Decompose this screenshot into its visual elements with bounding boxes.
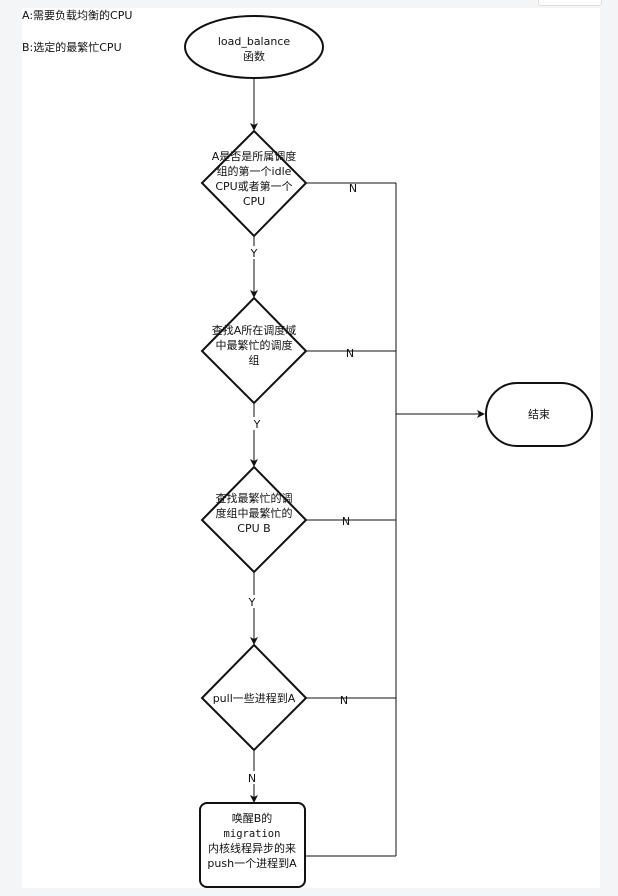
start-node xyxy=(184,15,324,79)
process-label: migration xyxy=(224,828,281,840)
diagram-canvas xyxy=(22,8,600,888)
process-label: push一个进程到A xyxy=(207,857,297,870)
end-node xyxy=(485,382,593,447)
edge-label-yes: Y xyxy=(250,247,258,260)
decision-4-label: pull一些进程到A xyxy=(213,691,296,705)
decision-2-label: 查找A所在调度域 xyxy=(212,323,297,337)
decision-1-label: 组的第一个idle xyxy=(217,164,292,178)
start-label: 函数 xyxy=(243,50,265,63)
edge-label-no: N xyxy=(248,772,256,785)
process-label: 唤醒B的 xyxy=(232,811,273,825)
decision-1-label: A是否是所属调度 xyxy=(212,149,297,163)
process-node xyxy=(199,802,306,888)
edge-label-yes: Y xyxy=(253,418,261,431)
legend-b: B:选定的最繁忙CPU xyxy=(22,40,122,54)
edge-label-no: N xyxy=(349,182,357,195)
decision-1-label: CPU或者第一个 xyxy=(215,179,292,193)
decision-3-label: CPU B xyxy=(237,522,270,535)
legend-a: A:需要负载均衡的CPU xyxy=(22,8,132,22)
toolbar-button[interactable] xyxy=(538,0,602,6)
edge-label-no: N xyxy=(340,694,348,707)
decision-3-label: 查找最繁忙的调 xyxy=(216,491,293,505)
edge-label-yes: Y xyxy=(248,596,256,609)
decision-1-label: CPU xyxy=(243,195,265,208)
edge-label-no: N xyxy=(346,347,354,360)
start-label: load_balance xyxy=(218,35,291,48)
decision-2-label: 组 xyxy=(249,353,260,367)
decision-2-label: 中最繁忙的调度 xyxy=(216,338,293,352)
process-label: 内核线程异步的来 xyxy=(208,841,296,855)
decision-3-label: 度组中最繁忙的 xyxy=(216,506,293,520)
end-label: 结束 xyxy=(528,408,550,421)
edge-label-no: N xyxy=(342,515,350,528)
